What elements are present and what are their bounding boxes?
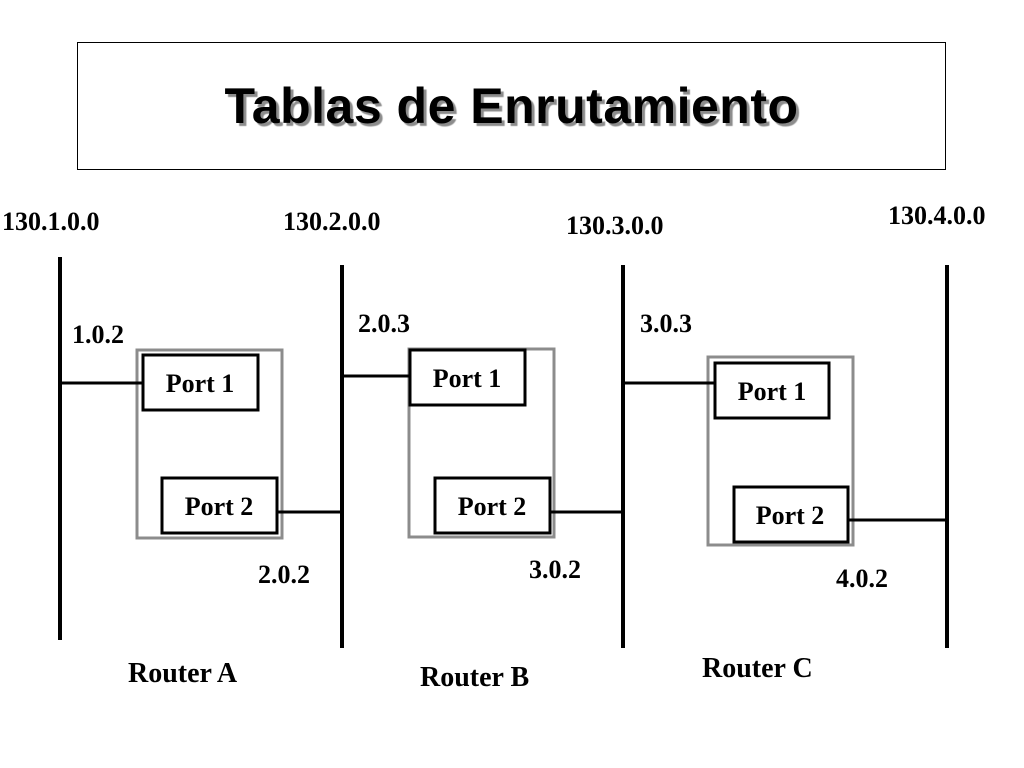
router-b-addr-1: 2.0.3 bbox=[358, 309, 410, 338]
router-a: Port 1 Port 2 1.0.2 2.0.2 Router A bbox=[60, 320, 342, 689]
router-b-port-2 bbox=[433, 476, 552, 535]
title-box: Tablas de Enrutamiento bbox=[77, 42, 946, 170]
router-a-addr-2: 2.0.2 bbox=[258, 560, 310, 589]
router-b-port-1-label: Port 1 bbox=[433, 364, 502, 393]
router-b-port-2-label: Port 2 bbox=[458, 492, 527, 521]
diagram-title: Tablas de Enrutamiento bbox=[224, 78, 799, 134]
router-b: Port 1 Port 2 2.0.3 3.0.2 Router B bbox=[342, 309, 623, 693]
router-c-addr-2: 4.0.2 bbox=[836, 564, 888, 593]
router-a-port-1-label: Port 1 bbox=[166, 369, 235, 398]
router-c-port-1 bbox=[713, 361, 831, 420]
router-a-addr-1: 1.0.2 bbox=[72, 320, 124, 349]
router-c-addr-1: 3.0.3 bbox=[640, 309, 692, 338]
router-c-port-2 bbox=[732, 485, 850, 544]
router-b-name: Router B bbox=[420, 662, 529, 693]
router-c-port-2-label: Port 2 bbox=[756, 501, 825, 530]
network-label-2: 130.2.0.0 bbox=[283, 207, 381, 236]
router-c-port-1-label: Port 1 bbox=[738, 377, 807, 406]
router-a-port-1 bbox=[141, 353, 260, 412]
network-label-1: 130.1.0.0 bbox=[2, 207, 100, 236]
router-a-port-2-label: Port 2 bbox=[185, 492, 254, 521]
router-a-name: Router A bbox=[128, 658, 238, 689]
network-label-3: 130.3.0.0 bbox=[566, 211, 664, 240]
router-b-port-1 bbox=[408, 348, 527, 407]
router-c-name: Router C bbox=[702, 653, 813, 684]
network-label-4: 130.4.0.0 bbox=[888, 201, 986, 230]
router-b-addr-2: 3.0.2 bbox=[529, 555, 581, 584]
router-c: Port 1 Port 2 3.0.3 4.0.2 Router C bbox=[623, 309, 947, 684]
router-c-box bbox=[706, 355, 855, 547]
router-a-box bbox=[135, 348, 284, 540]
router-a-port-2 bbox=[160, 476, 279, 535]
